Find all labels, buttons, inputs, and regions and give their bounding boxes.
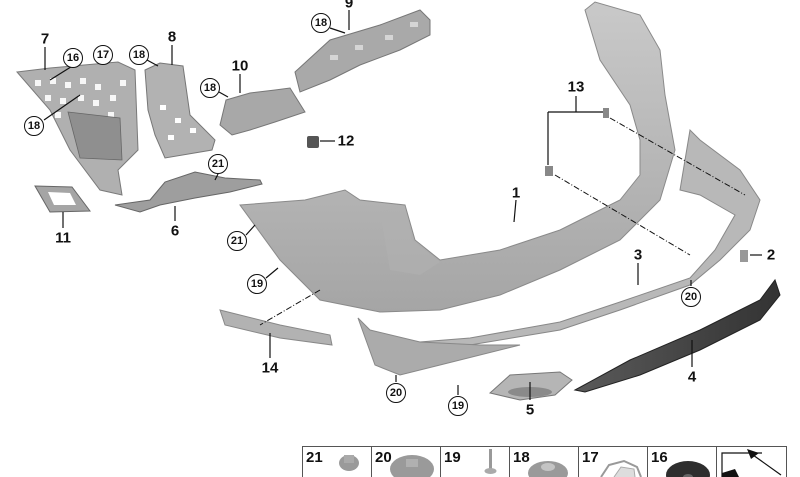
callout-6: 6	[170, 222, 180, 240]
callout-11: 11	[55, 229, 71, 247]
callout-3: 3	[633, 246, 643, 264]
callout-2: 2	[766, 246, 776, 264]
part-9-bracket	[294, 9, 431, 93]
part-8-bracket	[144, 62, 216, 159]
circled-callout-19: 19	[247, 274, 267, 294]
legend-number: 19	[444, 449, 461, 466]
legend-item-20: 20	[372, 447, 441, 477]
callout-1: 1	[511, 184, 521, 202]
part-2-cover	[740, 250, 748, 262]
legend-item-21: 21	[303, 447, 372, 477]
part-13-clip-upper	[603, 108, 609, 118]
circled-callout-20: 20	[681, 287, 701, 307]
part-7-grid-bracket	[16, 61, 139, 196]
legend-number: 18	[513, 449, 530, 466]
callout-5: 5	[525, 401, 535, 419]
circled-callout-16: 16	[63, 48, 83, 68]
legend-number: 20	[375, 449, 392, 466]
fastener-legend: 21 20 19 18 17	[302, 446, 787, 477]
circled-callout-20: 20	[386, 383, 406, 403]
legend-number: 21	[306, 449, 323, 466]
part-6-carrier	[114, 171, 263, 213]
circled-callout-19: 19	[448, 396, 468, 416]
circled-callout-18: 18	[129, 45, 149, 65]
legend-number: 16	[651, 449, 668, 466]
callout-10: 10	[231, 57, 249, 75]
callout-4: 4	[687, 368, 697, 386]
circled-callout-18: 18	[200, 78, 220, 98]
callout-7: 7	[40, 30, 50, 48]
assembly-lines	[259, 117, 746, 326]
part-5-exhaust-tip	[488, 371, 573, 401]
part-14-strip	[219, 309, 333, 346]
part-13-clip-lower	[545, 166, 553, 176]
hex-bolt-with-washer-icon	[339, 455, 359, 471]
callout-12: 12	[337, 132, 355, 150]
part-10-shield	[219, 87, 306, 136]
part-11-frame	[34, 185, 91, 213]
legend-number: 17	[582, 449, 599, 466]
circled-callout-21: 21	[227, 231, 247, 251]
circled-callout-18: 18	[24, 116, 44, 136]
circled-callout-17: 17	[93, 45, 113, 65]
callout-9: 9	[344, 0, 354, 12]
leader-lines	[43, 10, 762, 400]
part-4-diffuser	[573, 278, 781, 393]
callout-14: 14	[261, 359, 279, 377]
part-20-lower-trim	[357, 317, 521, 376]
circled-callout-18: 18	[311, 13, 331, 33]
part-1-bumper-cover	[239, 1, 676, 313]
large-washer-bolt-icon	[390, 455, 434, 477]
circled-callout-21: 21	[208, 154, 228, 174]
callout-13: 13	[567, 78, 585, 96]
callout-8: 8	[167, 28, 177, 46]
part-12-clip	[307, 136, 319, 148]
